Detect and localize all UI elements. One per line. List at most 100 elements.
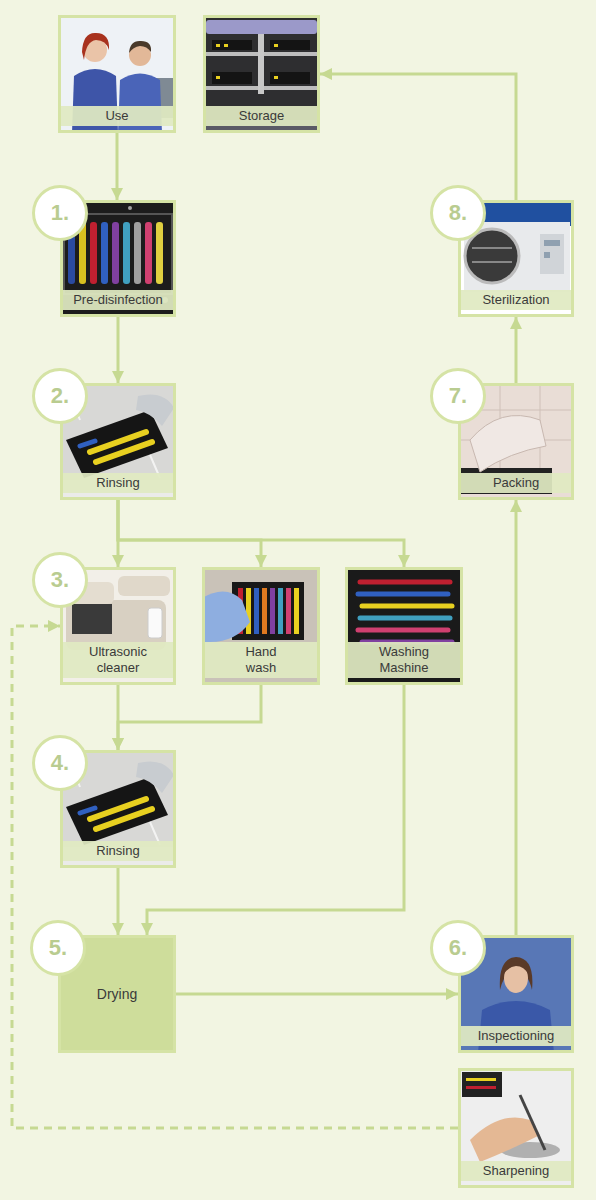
handwash-photo-part <box>270 588 275 634</box>
label-band: Rinsing <box>63 473 173 493</box>
label-band: Hand wash <box>205 642 317 678</box>
washing-machine-photo-part <box>358 592 448 597</box>
flow-arrow <box>118 500 261 567</box>
sterilization-photo-part <box>464 222 570 292</box>
handwash-photo-part <box>202 591 250 642</box>
process-box: 5.Drying <box>58 935 176 1053</box>
label-band: Pre-disinfection <box>63 290 173 310</box>
handwash-photo <box>202 567 320 685</box>
photo-box: Sharpening <box>458 1068 574 1188</box>
label-band: Packing <box>461 473 571 493</box>
storage-photo-part <box>212 40 252 50</box>
box-label: Hand wash <box>231 644 291 676</box>
callout-number: 7. <box>449 383 467 409</box>
photo-box: 1.Pre-disinfection <box>60 200 176 317</box>
storage-photo-part <box>206 20 317 34</box>
washing-machine-photo-part <box>358 628 448 633</box>
box-label: Sterilization <box>463 292 569 308</box>
predisinfection-photo-part <box>156 222 163 284</box>
use-photo-part <box>129 41 151 53</box>
handwash-photo-part <box>294 588 299 634</box>
step-circle: 4. <box>32 735 88 791</box>
label-band: Sharpening <box>461 1161 571 1181</box>
label-band: Rinsing <box>63 841 173 861</box>
storage-photo-part <box>258 34 264 94</box>
step-circle: 7. <box>430 368 486 424</box>
flow-arrow <box>320 74 516 200</box>
label-band: Inspectioning <box>461 1026 571 1046</box>
flow-arrow <box>118 500 404 567</box>
sharpening-photo-part <box>520 1095 545 1150</box>
inspection-photo-part <box>503 961 529 975</box>
storage-photo-part <box>270 40 310 50</box>
callout-number: 3. <box>51 567 69 593</box>
predisinfection-photo-part <box>123 222 130 284</box>
handwash-photo-part <box>246 588 251 634</box>
photo-box: 2.Rinsing <box>60 383 176 500</box>
step-circle: 5. <box>30 920 86 976</box>
ultrasonic-photo-part <box>72 604 112 634</box>
sterilization-photo-part <box>472 261 512 263</box>
storage-photo-part <box>270 72 310 84</box>
handwash-photo-part <box>254 588 259 634</box>
callout-number: 5. <box>49 935 67 961</box>
storage-photo <box>203 15 320 133</box>
predisinfection-photo-part <box>145 222 152 284</box>
storage-photo-part <box>216 44 220 47</box>
box-label: Storage <box>208 108 315 124</box>
predisinfection-photo-part <box>101 222 108 284</box>
use-photo-part <box>58 15 176 133</box>
box-label: Pre-disinfection <box>65 292 171 308</box>
predisinfection-photo-part <box>90 222 97 284</box>
handwash-photo-part <box>286 588 291 634</box>
label-band: Use <box>61 106 173 126</box>
box-label: Sharpening <box>463 1163 569 1179</box>
photo-box: Hand wash <box>202 567 320 685</box>
box-label: Inspectioning <box>463 1028 569 1044</box>
box-label: Use <box>63 108 171 124</box>
flow-arrow <box>116 133 119 200</box>
washing-machine-photo-part <box>345 567 463 685</box>
washing-machine-photo-part <box>362 604 452 609</box>
sterilization-photo-part <box>472 247 512 249</box>
use-photo <box>58 15 176 133</box>
box-label: Ultrasonic cleaner <box>81 644 156 676</box>
flow-arrow <box>117 868 120 935</box>
sharpening-photo-part <box>462 1072 502 1097</box>
sharpening-photo-part <box>470 1118 540 1163</box>
flow-arrow <box>176 993 458 996</box>
handwash-photo-part <box>278 588 283 634</box>
photo-box: Use <box>58 15 176 133</box>
washing-machine-photo <box>345 567 463 685</box>
label-band: Storage <box>206 106 317 126</box>
box-label: Packing <box>463 475 569 491</box>
flow-arrow <box>117 317 120 383</box>
step-circle: 2. <box>32 368 88 424</box>
box-label: Washing Mashine <box>368 644 440 676</box>
packing-photo-part <box>470 416 546 473</box>
flow-arrow <box>12 626 458 1128</box>
label-band: Washing Mashine <box>348 642 460 678</box>
sharpening-photo-part <box>458 1068 574 1188</box>
flow-arrow <box>515 317 518 383</box>
predisinfection-photo-part <box>128 206 132 210</box>
storage-photo-part <box>274 76 278 79</box>
box-label: Drying <box>97 986 137 1002</box>
callout-number: 6. <box>449 935 467 961</box>
ultrasonic-photo-part <box>148 608 162 638</box>
sterilization-photo-part <box>540 234 564 274</box>
storage-photo-part <box>212 72 252 84</box>
handwash-photo-part <box>262 588 267 634</box>
sterilization-photo-part <box>544 240 560 246</box>
sharpening-photo-part <box>466 1078 496 1081</box>
use-photo-part <box>82 33 109 60</box>
storage-photo-part <box>224 44 228 47</box>
handwash-photo-part <box>202 567 320 685</box>
label-band: Ultrasonic cleaner <box>63 642 173 678</box>
flow-arrow <box>118 685 261 750</box>
sterilization-photo-part <box>465 229 519 283</box>
washing-machine-photo-part <box>360 616 450 621</box>
callout-number: 1. <box>51 200 69 226</box>
